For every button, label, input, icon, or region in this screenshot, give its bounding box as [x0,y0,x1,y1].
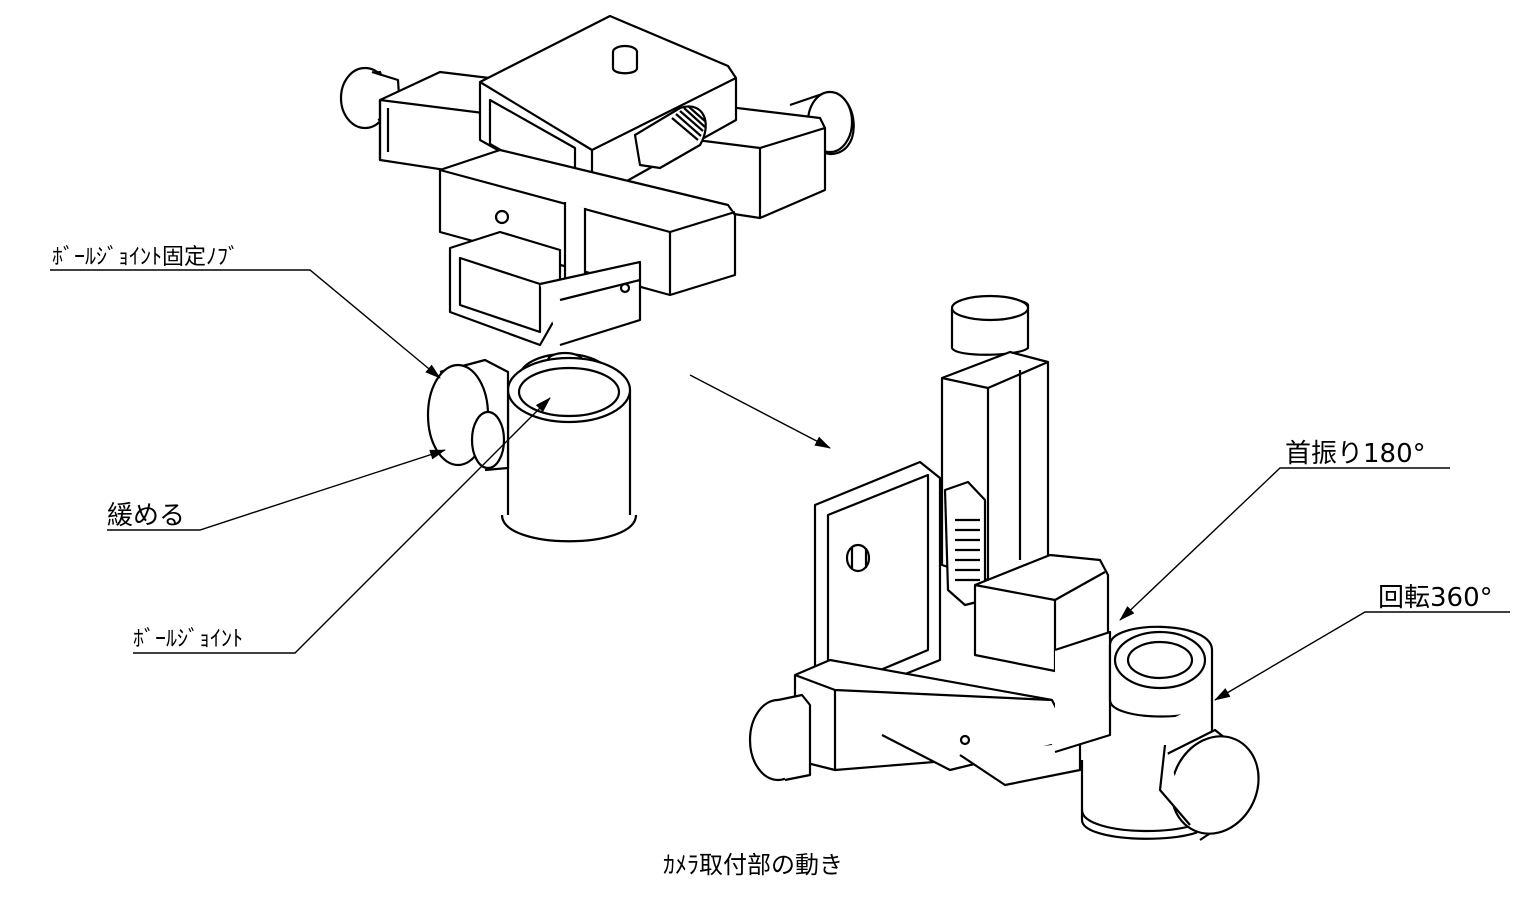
ball-socket [1108,625,1214,718]
rear-left-knob [339,66,402,130]
right-assembly [748,294,1260,841]
callout-loosen: 緩める [107,501,185,531]
front-rail [438,148,737,297]
left-assembly [339,14,855,543]
callout-ball-joint-knob: ﾎﾞｰﾙｼﾞｮｲﾝﾄ固定ﾉﾌﾞ [52,245,239,270]
top-knob [950,294,1030,356]
callout-ball-joint: ﾎﾞｰﾙｼﾞｮｲﾝﾄ [133,627,243,652]
diagram-caption: ｶﾒﾗ取付部の動き [663,851,843,879]
callout-pan-tilt: 首振り180° [1285,439,1426,469]
bottom-rail [793,658,1082,787]
right-clamp-block [973,553,1112,754]
right-lock-knob [1158,728,1260,841]
tilted-camera-plate [813,460,942,704]
lower-left-knob [748,693,812,782]
callout-leaders [50,269,1510,701]
lock-knob [426,358,510,472]
lower-clamp-block [448,230,642,347]
ball-head-body [500,356,638,543]
clamp-knob [633,105,707,170]
callout-rotation: 回転360° [1378,583,1493,613]
